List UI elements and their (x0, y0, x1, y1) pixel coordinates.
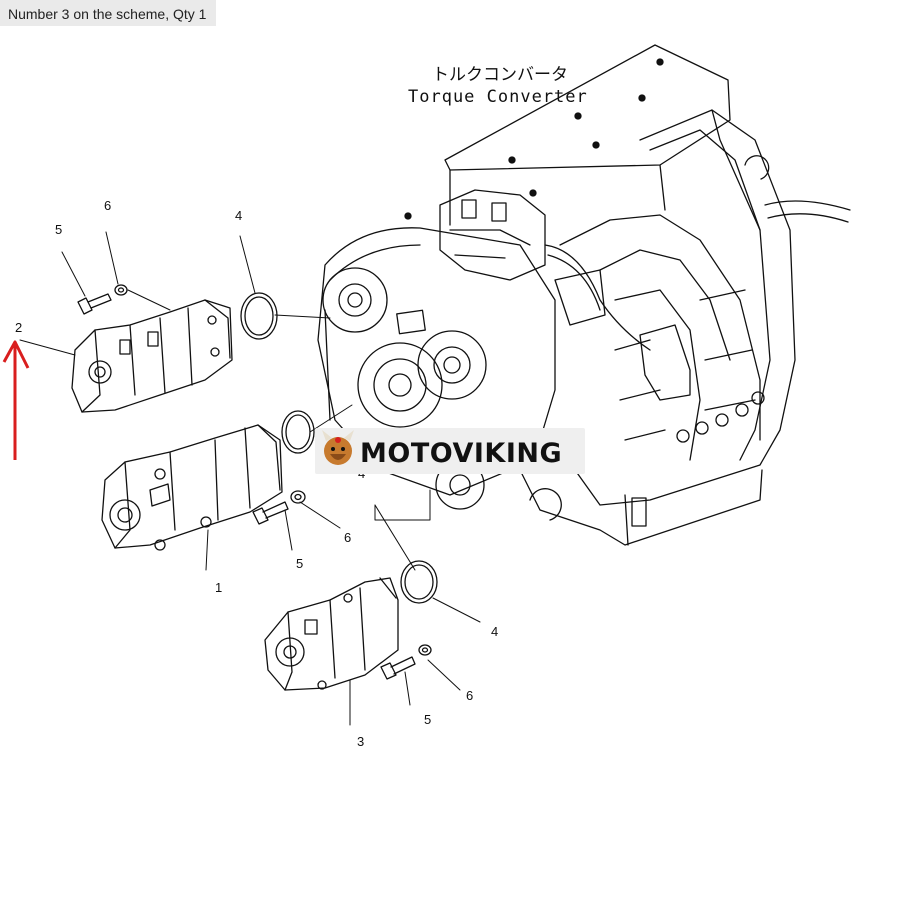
torque-converter-label-en: Torque Converter (408, 87, 588, 107)
bolt-5-lower (380, 656, 416, 680)
washer-6-lower (418, 644, 432, 656)
callout-3: 3 (357, 734, 364, 749)
leader-lines (19, 231, 481, 726)
o-ring-4-middle (281, 410, 315, 454)
pump-2 (71, 299, 233, 413)
torque-converter-label-jp: トルクコンバータ (432, 65, 568, 85)
callout-1: 1 (215, 580, 222, 595)
diagram-caption: Number 3 on the scheme, Qty 1 (0, 0, 217, 26)
callout-6-lower: 6 (466, 688, 473, 703)
callout-6-middle: 6 (344, 530, 351, 545)
viking-mascot-icon (322, 430, 354, 465)
torque-converter-housing (317, 44, 851, 546)
bolt-5-middle (252, 501, 289, 525)
callout-5-upper: 5 (55, 222, 62, 237)
pump-1 (101, 424, 283, 551)
red-arrow-indicator (2, 340, 30, 460)
callout-2: 2 (15, 320, 22, 335)
o-ring-4-lower (400, 560, 438, 604)
washer-6-middle (290, 490, 306, 504)
watermark-text: MOTOVIKING (360, 438, 562, 469)
bolt-5-upper (77, 293, 112, 315)
pump-3 (264, 577, 399, 691)
callout-4-lower: 4 (491, 624, 498, 639)
o-ring-4-upper (240, 292, 278, 340)
callout-6-upper: 6 (104, 198, 111, 213)
callout-5-middle: 5 (296, 556, 303, 571)
callout-4-upper: 4 (235, 208, 242, 223)
watermark: MOTOVIKING (315, 428, 585, 474)
washer-6-upper (114, 284, 128, 296)
callout-5-lower: 5 (424, 712, 431, 727)
